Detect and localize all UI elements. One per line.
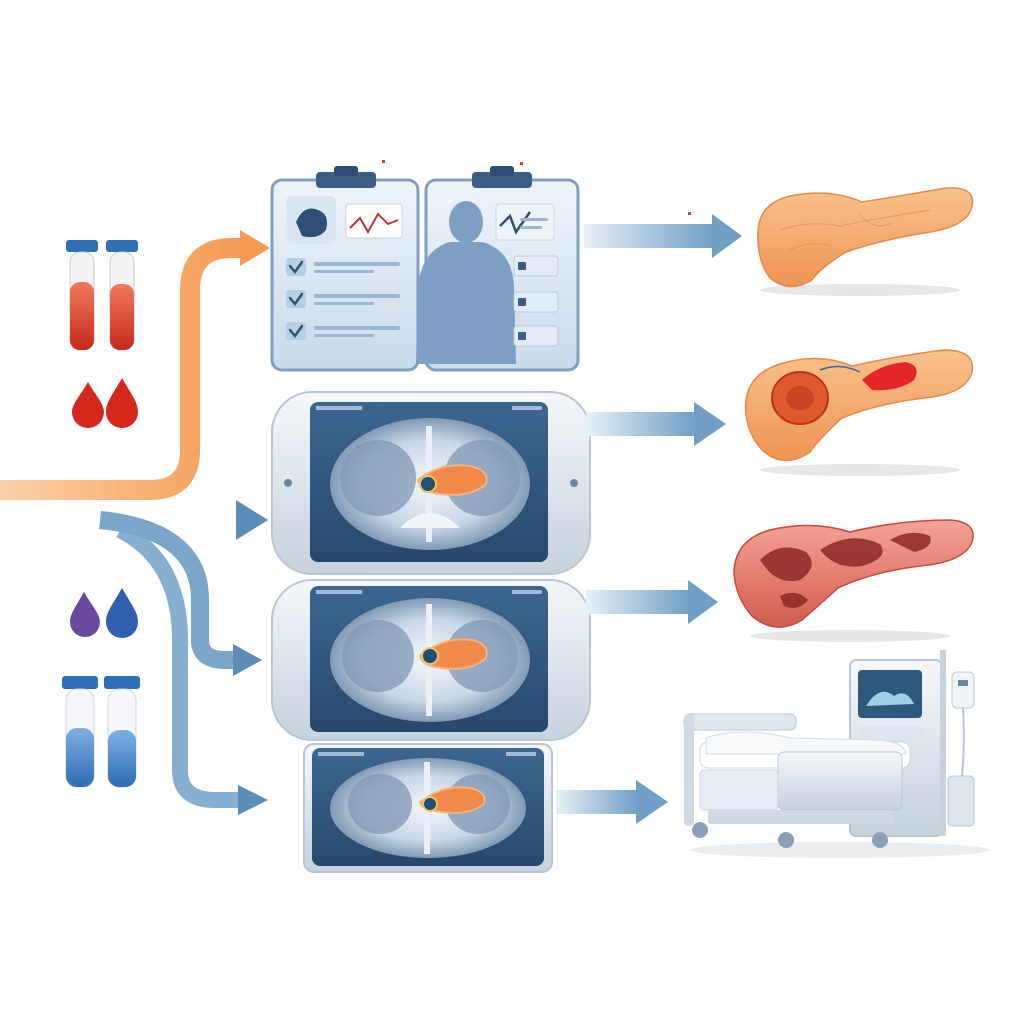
pancreas-normal-icon — [757, 187, 974, 296]
ct-scan-monitor-1 — [271, 391, 591, 575]
arrow-to-pancreas-inflamed — [688, 580, 718, 624]
clinical-record-clipboard-icon — [270, 166, 420, 372]
patient-silhouette-icon — [416, 201, 516, 364]
blue-arrow-head-ct1 — [236, 500, 268, 540]
red-mass — [862, 362, 917, 391]
iv-bag-icon — [947, 671, 975, 827]
blue-branch-ct3 — [116, 522, 240, 808]
blood-test-tube-blue-icon — [62, 676, 98, 788]
bed-frame — [683, 713, 911, 848]
arrow-to-hospital-bed — [636, 780, 668, 824]
output-flow-arrows — [556, 214, 742, 824]
blue-arrow-head-ct3 — [238, 785, 268, 815]
blue-branch-ct2 — [99, 511, 235, 669]
decorative-specks — [382, 160, 691, 215]
purple-blue-blood-drops — [70, 588, 138, 638]
pancreas-tumor-icon — [744, 349, 974, 476]
blood-drop-red-icon — [72, 382, 104, 428]
ct-scan-monitor-2 — [271, 579, 591, 741]
arrow-to-pancreas-tumor — [694, 402, 726, 446]
blood-test-tube-red-icon — [66, 240, 98, 351]
input-flow-arrows — [0, 230, 270, 815]
pancreas-inflamed-icon — [733, 519, 974, 642]
blood-test-tube-red-icon — [106, 240, 138, 351]
bed-wheel — [872, 832, 888, 848]
orange-flow-arrow — [0, 238, 242, 500]
blood-drop-red-icon — [106, 378, 138, 428]
bed-wheel — [778, 832, 794, 848]
blue-blood-test-tubes — [62, 676, 140, 788]
ct-scan-monitor-3 — [303, 743, 553, 873]
red-blood-drops — [72, 378, 138, 428]
patient-profile-clipboard-icon — [416, 166, 580, 372]
bed-wheel — [692, 822, 708, 838]
hospital-bed-icon — [683, 650, 990, 858]
red-blood-test-tubes — [66, 240, 138, 351]
arrow-to-pancreas-normal — [712, 214, 742, 258]
blue-arrow-head-ct2 — [233, 644, 262, 676]
blood-drop-blue-icon — [106, 588, 138, 638]
orange-arrow-head — [240, 230, 270, 266]
blood-drop-purple-icon — [70, 592, 100, 637]
blood-test-tube-blue-icon — [104, 676, 140, 788]
